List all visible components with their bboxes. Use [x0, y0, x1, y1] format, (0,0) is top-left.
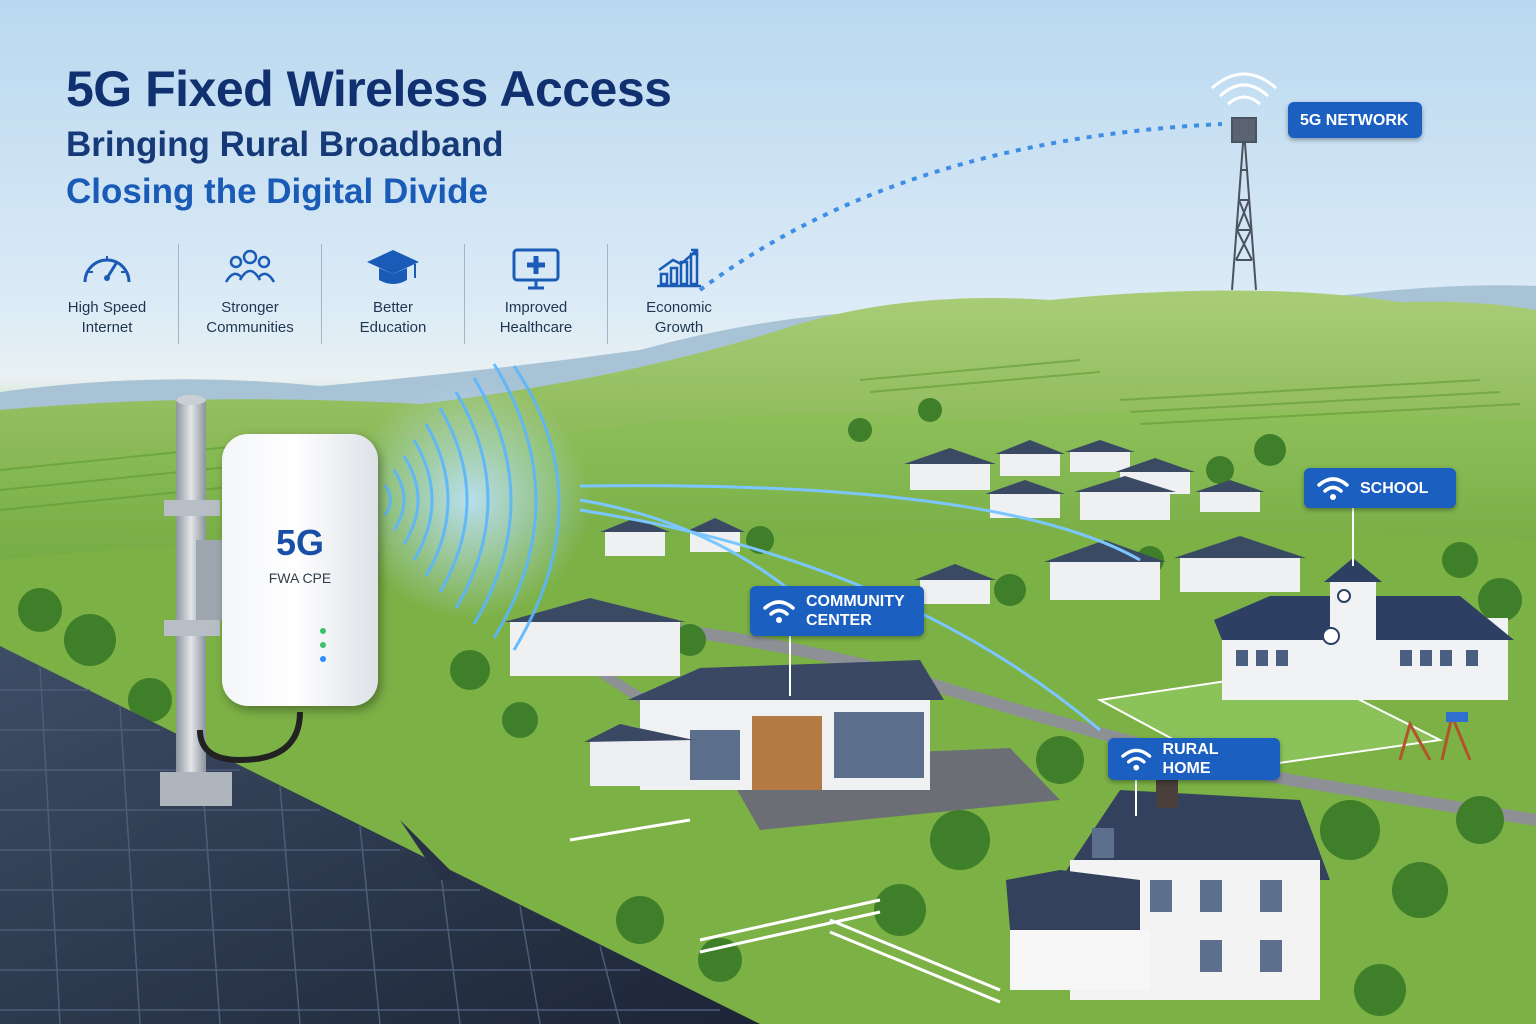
tag-school: SCHOOL — [1304, 468, 1456, 508]
graduation-cap-icon — [367, 250, 419, 284]
tag-label: RURAL HOME — [1162, 741, 1219, 777]
benefit-label-line1: Economic — [646, 299, 712, 316]
benefit-high-speed-internet: High Speed Internet — [36, 244, 179, 344]
page-title: 5G Fixed Wireless Access — [66, 61, 672, 117]
signal-waves — [383, 363, 561, 651]
benefit-label-line1: Better — [372, 299, 414, 316]
device-label-5g: 5G — [275, 522, 325, 563]
device-label-fwa-cpe: FWA CPE — [268, 570, 332, 586]
speedometer-icon — [83, 256, 131, 283]
subtitle-secondary: Closing the Digital Divide — [66, 172, 488, 211]
people-icon — [224, 249, 276, 283]
tag-pointer — [789, 636, 791, 696]
tag-5g-network: 5G NETWORK — [1288, 102, 1423, 138]
benefit-economic-growth: Economic Growth — [608, 244, 750, 344]
school-building — [1214, 558, 1514, 700]
tag-pointer — [1135, 780, 1137, 816]
tag-community-center: COMMUNITY CENTER — [750, 586, 924, 636]
tag-label-line2: CENTER — [806, 612, 872, 629]
benefit-label-line2: Education — [359, 319, 427, 336]
tag-pointer — [1352, 508, 1354, 566]
subtitle-primary: Bringing Rural Broadband — [66, 125, 504, 164]
crop-rows — [0, 359, 1521, 511]
benefit-label-line2: Internet — [81, 319, 133, 336]
benefit-label-line2: Growth — [654, 319, 704, 336]
wifi-icon — [763, 600, 795, 623]
benefit-better-education: Better Education — [322, 244, 465, 344]
tag-label-line1: COMMUNITY — [806, 593, 905, 610]
tower-signal-icon — [1211, 72, 1277, 106]
benefit-label-line1: Stronger — [221, 299, 279, 316]
fwa-cpe-device: 5G FWA CPE — [222, 434, 378, 706]
wifi-icon — [1121, 748, 1152, 771]
benefit-improved-healthcare: Improved Healthcare — [465, 244, 608, 344]
rural-home-building — [1006, 778, 1330, 1000]
medical-monitor-icon — [512, 248, 560, 290]
benefit-label-line1: High Speed — [67, 299, 147, 316]
playground — [1398, 711, 1472, 761]
status-led-icon — [320, 642, 326, 648]
wifi-icon — [1317, 477, 1349, 500]
growth-chart-icon — [657, 248, 701, 288]
backhaul-link — [698, 122, 1223, 292]
village-houses — [504, 440, 1306, 676]
tag-label: 5G NETWORK — [1300, 111, 1409, 129]
tag-rural-home: RURAL HOME — [1108, 738, 1280, 780]
benefit-label-line1: Improved — [504, 299, 568, 316]
benefit-stronger-communities: Stronger Communities — [179, 244, 322, 344]
community-center-building — [584, 660, 944, 790]
trees — [18, 398, 1522, 1016]
status-led-icon — [320, 656, 326, 662]
benefit-label-line2: Communities — [206, 319, 294, 336]
tag-label: SCHOOL — [1360, 479, 1429, 497]
cell-tower-icon — [1231, 117, 1257, 291]
status-led-icon — [320, 628, 326, 634]
mounting-pole — [160, 395, 303, 806]
fence — [569, 818, 1001, 1004]
benefits-row: High Speed Internet Stronger Communities — [36, 244, 750, 344]
benefit-label-line2: Healthcare — [499, 319, 573, 336]
